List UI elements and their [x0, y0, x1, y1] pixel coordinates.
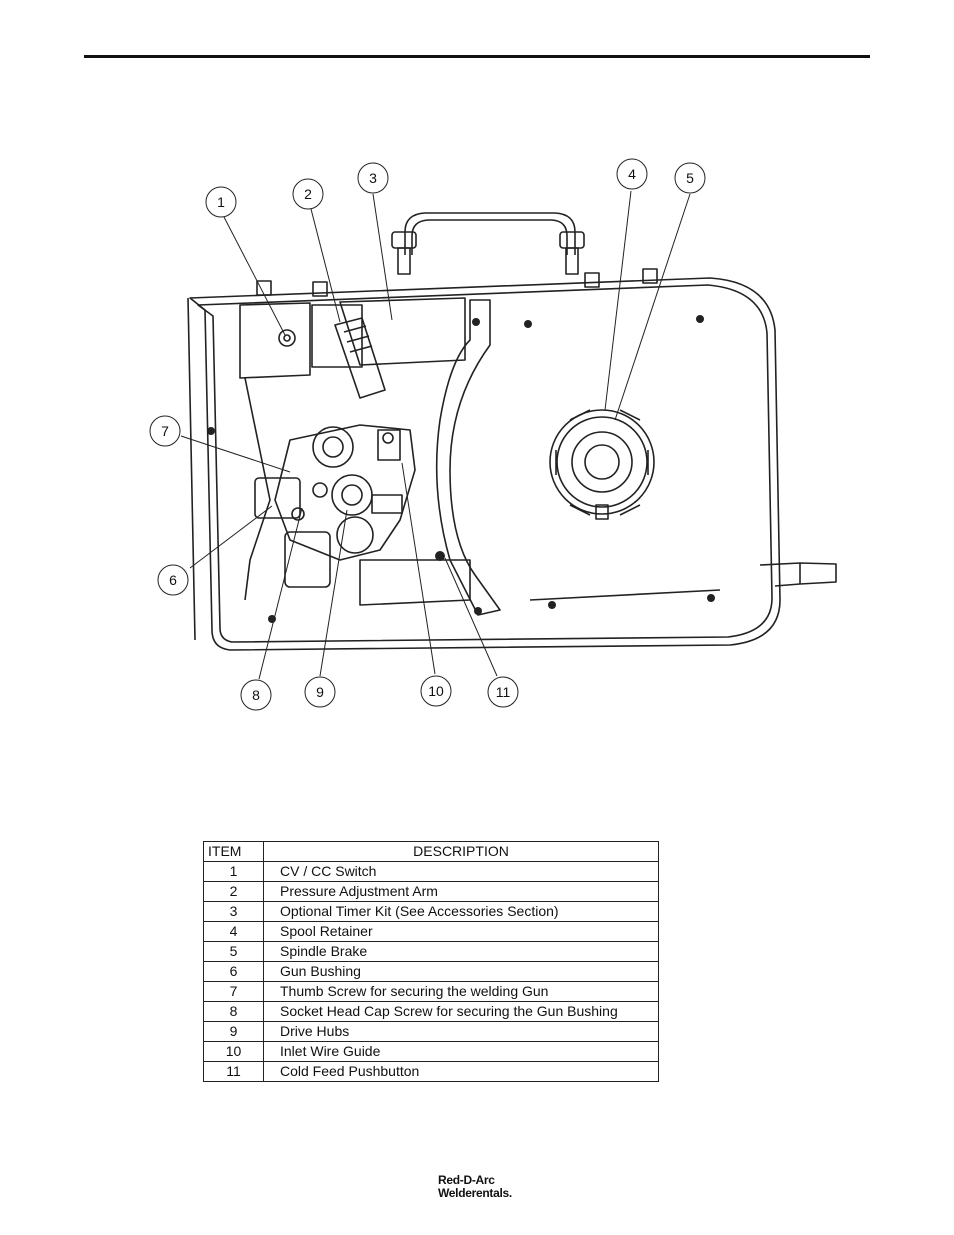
header-item: ITEM: [203, 841, 264, 862]
callout-7: 7: [149, 415, 181, 447]
item-description: Optional Timer Kit (See Accessories Sect…: [263, 901, 659, 922]
cv-cc-switch: [239, 302, 311, 601]
callout-9: 9: [304, 676, 336, 708]
drive-assembly: [254, 424, 416, 588]
svg-text:10: 10: [428, 683, 444, 699]
callout-10: 10: [420, 675, 452, 707]
header-description: DESCRIPTION: [263, 841, 659, 862]
item-description: Thumb Screw for securing the welding Gun: [263, 981, 659, 1002]
item-number: 11: [203, 1061, 264, 1082]
item-number: 5: [203, 941, 264, 962]
svg-text:7: 7: [161, 423, 169, 439]
logo-line-2: Welderentals.: [438, 1186, 512, 1200]
svg-text:2: 2: [304, 186, 312, 202]
callout-8: 8: [240, 679, 272, 711]
item-number: 6: [203, 961, 264, 982]
timer-kit-plate: [311, 297, 466, 368]
pressure-arm: [334, 317, 386, 399]
svg-text:6: 6: [169, 572, 177, 588]
svg-text:3: 3: [369, 170, 377, 186]
callout-2: 2: [292, 178, 324, 210]
callout-1: 1: [205, 186, 237, 218]
item-description: Cold Feed Pushbutton: [263, 1061, 659, 1082]
svg-text:9: 9: [316, 684, 324, 700]
item-description: CV / CC Switch: [263, 861, 659, 882]
callout-5: 5: [674, 162, 706, 194]
svg-text:1: 1: [217, 194, 225, 210]
callouts: 1 2 3 4 5 7 6 8 9 10 11: [149, 158, 706, 711]
table-header-row: ITEM DESCRIPTION: [203, 841, 659, 862]
item-number: 2: [203, 881, 264, 902]
item-number: 7: [203, 981, 264, 1002]
machine-frame: [187, 268, 837, 651]
callout-11: 11: [487, 676, 519, 708]
svg-text:5: 5: [686, 170, 694, 186]
wire-feeder-diagram: 1 2 3 4 5 7 6 8 9 10 11: [149, 158, 837, 711]
divider-panel: [359, 299, 721, 616]
panel-screws: [207, 315, 715, 623]
item-description: Drive Hubs: [263, 1021, 659, 1042]
svg-text:4: 4: [628, 166, 636, 182]
item-description: Pressure Adjustment Arm: [263, 881, 659, 902]
item-description: Spool Retainer: [263, 921, 659, 942]
item-number: 1: [203, 861, 264, 882]
callout-3: 3: [357, 162, 389, 194]
svg-text:8: 8: [252, 687, 260, 703]
header-rule: [84, 55, 870, 58]
item-description: Spindle Brake: [263, 941, 659, 962]
item-number: 4: [203, 921, 264, 942]
svg-text:11: 11: [496, 684, 511, 700]
item-number: 8: [203, 1001, 264, 1022]
callout-6: 6: [157, 564, 189, 596]
callout-4: 4: [616, 158, 648, 190]
item-description: Socket Head Cap Screw for securing the G…: [263, 1001, 659, 1022]
red-d-arc-logo: Red-D-Arc Welderentals.: [438, 1174, 512, 1200]
item-description: Inlet Wire Guide: [263, 1041, 659, 1062]
item-description: Gun Bushing: [263, 961, 659, 982]
spool-hub: [549, 409, 655, 520]
leader-lines: [180, 190, 691, 680]
item-number: 9: [203, 1021, 264, 1042]
item-number: 10: [203, 1041, 264, 1062]
logo-line-1: Red-D-Arc: [438, 1173, 495, 1187]
carry-handle: [391, 212, 585, 275]
item-number: 3: [203, 901, 264, 922]
